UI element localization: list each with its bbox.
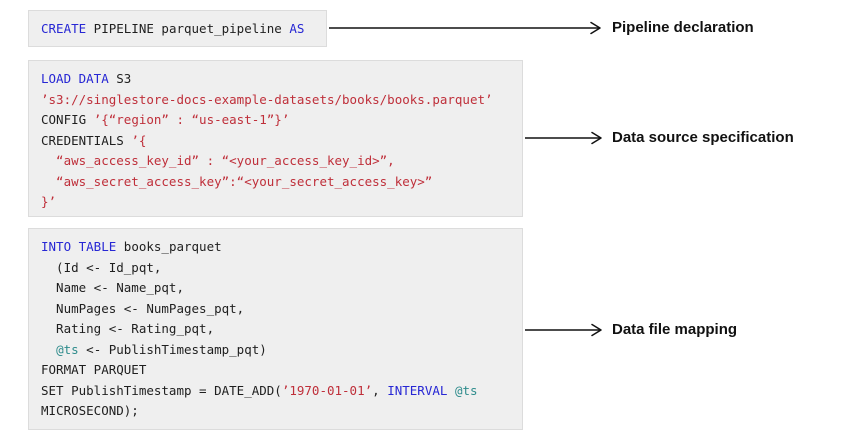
code-line: “aws_secret_access_key”:“<your_secret_ac…	[41, 172, 510, 193]
code-token	[41, 342, 56, 357]
arrow-data-source-specification-icon	[525, 131, 602, 145]
code-line: Rating <- Rating_pqt,	[41, 319, 510, 340]
code-line: ’s3://singlestore-docs-example-datasets/…	[41, 90, 510, 111]
code-token: @ts	[454, 382, 478, 398]
code-token: “aws_secret_access_key”:“<your_secret_ac…	[41, 173, 433, 189]
code-token: “aws_access_key_id” : “<your_access_key_…	[41, 153, 395, 168]
code-token: (Id <- Id_pqt,	[41, 259, 162, 275]
code-token: Rating <- Rating_pqt,	[41, 321, 215, 336]
code-token: PIPELINE parquet_pipeline	[86, 21, 290, 36]
code-token: INTERVAL	[387, 382, 448, 398]
code-token: CREDENTIALS	[41, 132, 132, 148]
code-line: “aws_access_key_id” : “<your_access_key_…	[41, 151, 510, 172]
code-block-data-source-specification: LOAD DATA S3’s3://singlestore-docs-examp…	[28, 60, 523, 217]
code-token: CREATE	[41, 21, 87, 36]
code-token: LOAD DATA	[41, 71, 109, 86]
code-token: ,	[372, 382, 388, 398]
code-token: CONFIG	[41, 112, 94, 127]
code-token: ’{“region” : “us-east-1”}’	[93, 112, 290, 127]
code-line: SET PublishTimestamp = DATE_ADD(’1970-01…	[41, 381, 510, 402]
code-line: CREDENTIALS ’{	[41, 131, 510, 152]
code-token: }’	[41, 194, 57, 209]
code-token: ’1970-01-01’	[281, 382, 373, 398]
code-token: books_parquet	[116, 239, 222, 254]
code-token: Name <- Name_pqt,	[41, 280, 184, 295]
code-block-data-file-mapping: INTO TABLE books_parquet (Id <- Id_pqt, …	[28, 228, 523, 430]
code-token: ’{	[131, 132, 147, 148]
label-data-source-specification: Data source specification	[612, 129, 794, 146]
code-line: LOAD DATA S3	[41, 69, 510, 90]
code-token: FORMAT PARQUET	[41, 362, 147, 377]
code-token: @ts	[56, 341, 79, 357]
code-block-pipeline-declaration: CREATE PIPELINE parquet_pipeline AS	[28, 10, 327, 47]
code-token	[447, 383, 455, 398]
code-token: ’s3://singlestore-docs-example-datasets/…	[41, 91, 493, 107]
code-line: }’	[41, 192, 510, 213]
code-line: MICROSECOND);	[41, 401, 510, 422]
code-token: MICROSECOND);	[41, 403, 139, 418]
code-line: FORMAT PARQUET	[41, 360, 510, 381]
code-token: SET PublishTimestamp = DATE_ADD(	[41, 382, 282, 398]
arrow-pipeline-declaration-icon	[329, 21, 601, 35]
code-line: Name <- Name_pqt,	[41, 278, 510, 299]
code-line: NumPages <- NumPages_pqt,	[41, 299, 510, 320]
label-pipeline-declaration: Pipeline declaration	[612, 19, 754, 36]
label-data-file-mapping: Data file mapping	[612, 321, 738, 338]
code-line: @ts <- PublishTimestamp_pqt)	[41, 340, 510, 361]
code-token: INTO TABLE	[41, 239, 117, 254]
code-token: S3	[108, 71, 132, 86]
code-line: (Id <- Id_pqt,	[41, 258, 510, 279]
arrow-data-file-mapping-icon	[525, 323, 602, 337]
code-line: CONFIG ’{“region” : “us-east-1”}’	[41, 110, 510, 131]
code-token: AS	[289, 21, 305, 36]
code-token: <- PublishTimestamp_pqt)	[78, 341, 267, 357]
code-line: CREATE PIPELINE parquet_pipeline AS	[41, 19, 314, 40]
code-token: NumPages <- NumPages_pqt,	[41, 300, 245, 316]
code-line: INTO TABLE books_parquet	[41, 237, 510, 258]
